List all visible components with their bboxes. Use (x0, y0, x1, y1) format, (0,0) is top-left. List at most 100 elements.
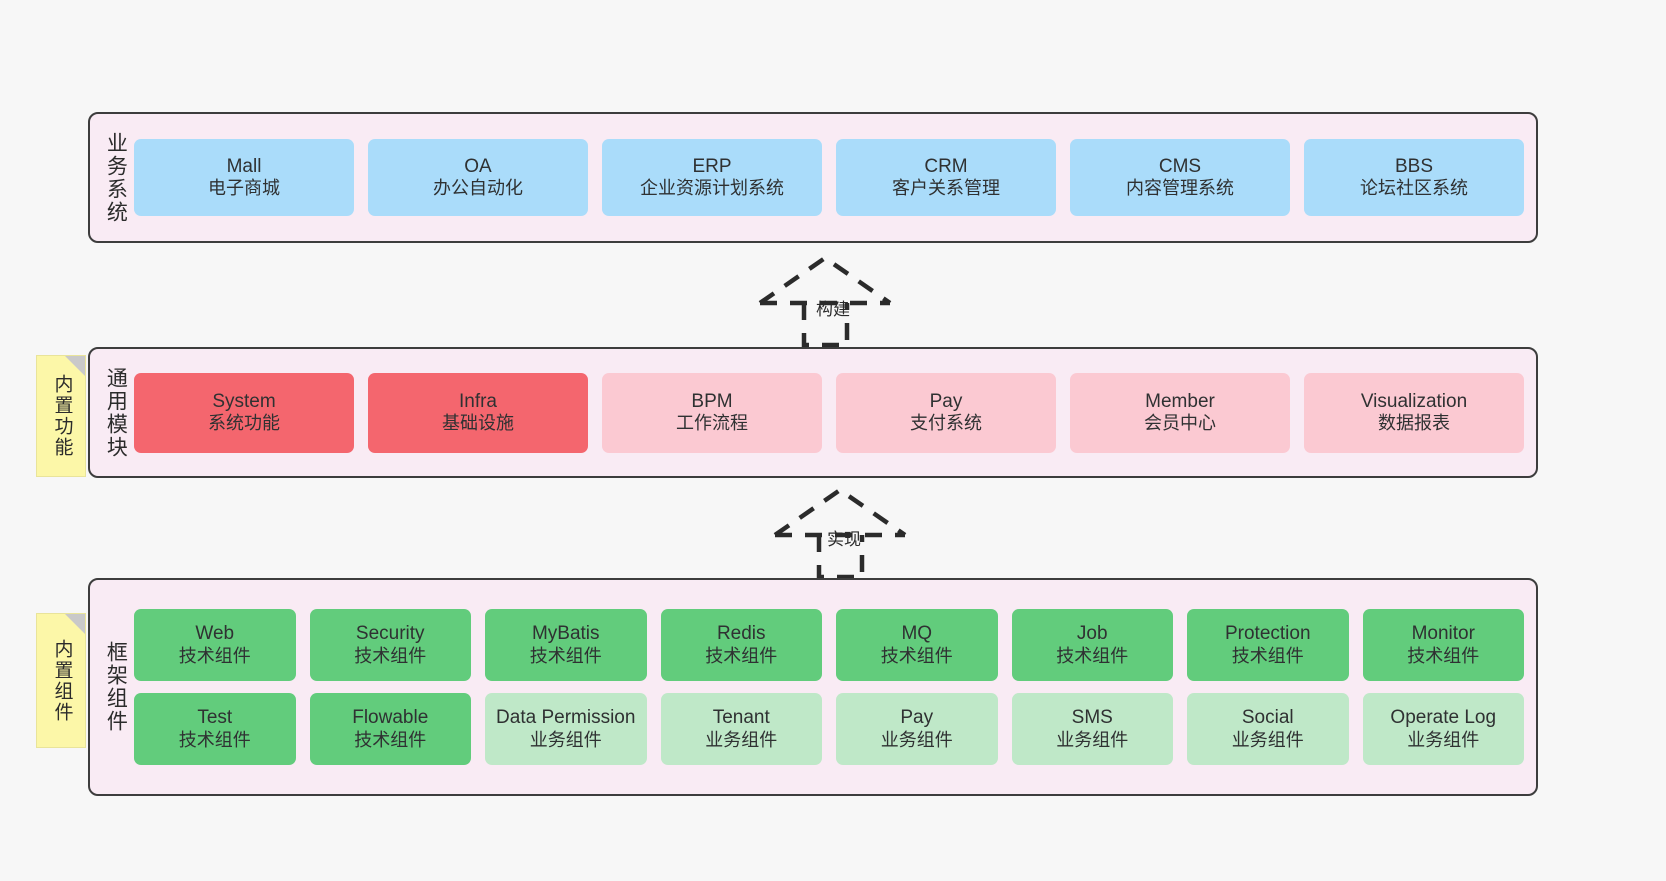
card-subtitle: 技术组件 (1407, 645, 1480, 666)
layer-title-business: 业务系统 (104, 131, 128, 224)
card-subtitle: 业务组件 (880, 729, 953, 750)
card-title: Visualization (1360, 390, 1468, 412)
card-subtitle: 技术组件 (529, 645, 602, 666)
card-title: Mall (226, 155, 262, 177)
dashed-generalization-arrow-icon (773, 487, 907, 580)
card-subtitle: 技术组件 (354, 729, 427, 750)
card-subtitle: 基础设施 (442, 413, 514, 434)
card-subtitle: 业务组件 (705, 729, 778, 750)
card-subtitle: 支付系统 (910, 413, 982, 434)
card-title: Data Permission (496, 707, 636, 729)
card-subtitle: 数据报表 (1378, 413, 1450, 434)
card-subtitle: 会员中心 (1144, 413, 1216, 434)
connector-realize-label: 实现 (827, 530, 861, 549)
card-title: OA (464, 155, 492, 177)
card-title: Member (1145, 390, 1215, 412)
card-subtitle: 论坛社区系统 (1360, 178, 1468, 199)
card-subtitle: 技术组件 (705, 645, 778, 666)
card-title: Infra (458, 390, 498, 412)
card-title: CMS (1158, 155, 1202, 177)
connector-build-label: 构建 (816, 300, 850, 319)
layer-title-framework: 框架组件 (104, 641, 128, 733)
card-subtitle: 客户关系管理 (892, 178, 1000, 199)
card-title: Social (1241, 707, 1294, 729)
card-title: Flowable (352, 707, 429, 729)
card-subtitle: 业务组件 (1407, 729, 1480, 750)
card-title: Test (197, 707, 233, 729)
card-subtitle: 技术组件 (178, 645, 251, 666)
card-title: MyBatis (531, 623, 600, 645)
card-title: Tenant (712, 707, 770, 729)
sticky-note-builtin-features: 内置功能 (36, 355, 86, 477)
card-subtitle: 业务组件 (1231, 729, 1304, 750)
sticky-note-builtin-components: 内置组件 (36, 613, 86, 748)
card-subtitle: 技术组件 (1231, 645, 1304, 666)
card-title: Pay (929, 390, 963, 412)
card-subtitle: 技术组件 (354, 645, 427, 666)
card-subtitle: 办公自动化 (433, 178, 523, 199)
card-subtitle: 业务组件 (1056, 729, 1129, 750)
layer-title-modules: 通用模块 (104, 366, 128, 459)
card-title: Web (195, 623, 235, 645)
card-title: Protection (1224, 623, 1311, 645)
card-title: ERP (692, 155, 732, 177)
dashed-generalization-arrow-icon (758, 255, 892, 348)
card-subtitle: 系统功能 (208, 413, 280, 434)
card-title: Security (355, 623, 425, 645)
card-subtitle: 技术组件 (1056, 645, 1129, 666)
card-title: Operate Log (1390, 707, 1497, 729)
card-subtitle: 企业资源计划系统 (640, 178, 784, 199)
card-title: BBS (1394, 155, 1434, 177)
card-subtitle: 技术组件 (880, 645, 953, 666)
card-title: CRM (924, 155, 968, 177)
card-title: Pay (900, 707, 934, 729)
card-title: BPM (691, 390, 733, 412)
card-subtitle: 业务组件 (529, 729, 602, 750)
card-subtitle: 工作流程 (676, 413, 748, 434)
card-title: System (212, 390, 276, 412)
connector-build: 构建 (740, 253, 940, 353)
card-subtitle: 技术组件 (178, 729, 251, 750)
card-title: Monitor (1411, 623, 1475, 645)
card-subtitle: 内容管理系统 (1126, 178, 1234, 199)
card-title: MQ (901, 623, 933, 645)
card-title: Job (1076, 623, 1108, 645)
card-subtitle: 电子商城 (208, 178, 280, 199)
card-title: Redis (716, 623, 766, 645)
